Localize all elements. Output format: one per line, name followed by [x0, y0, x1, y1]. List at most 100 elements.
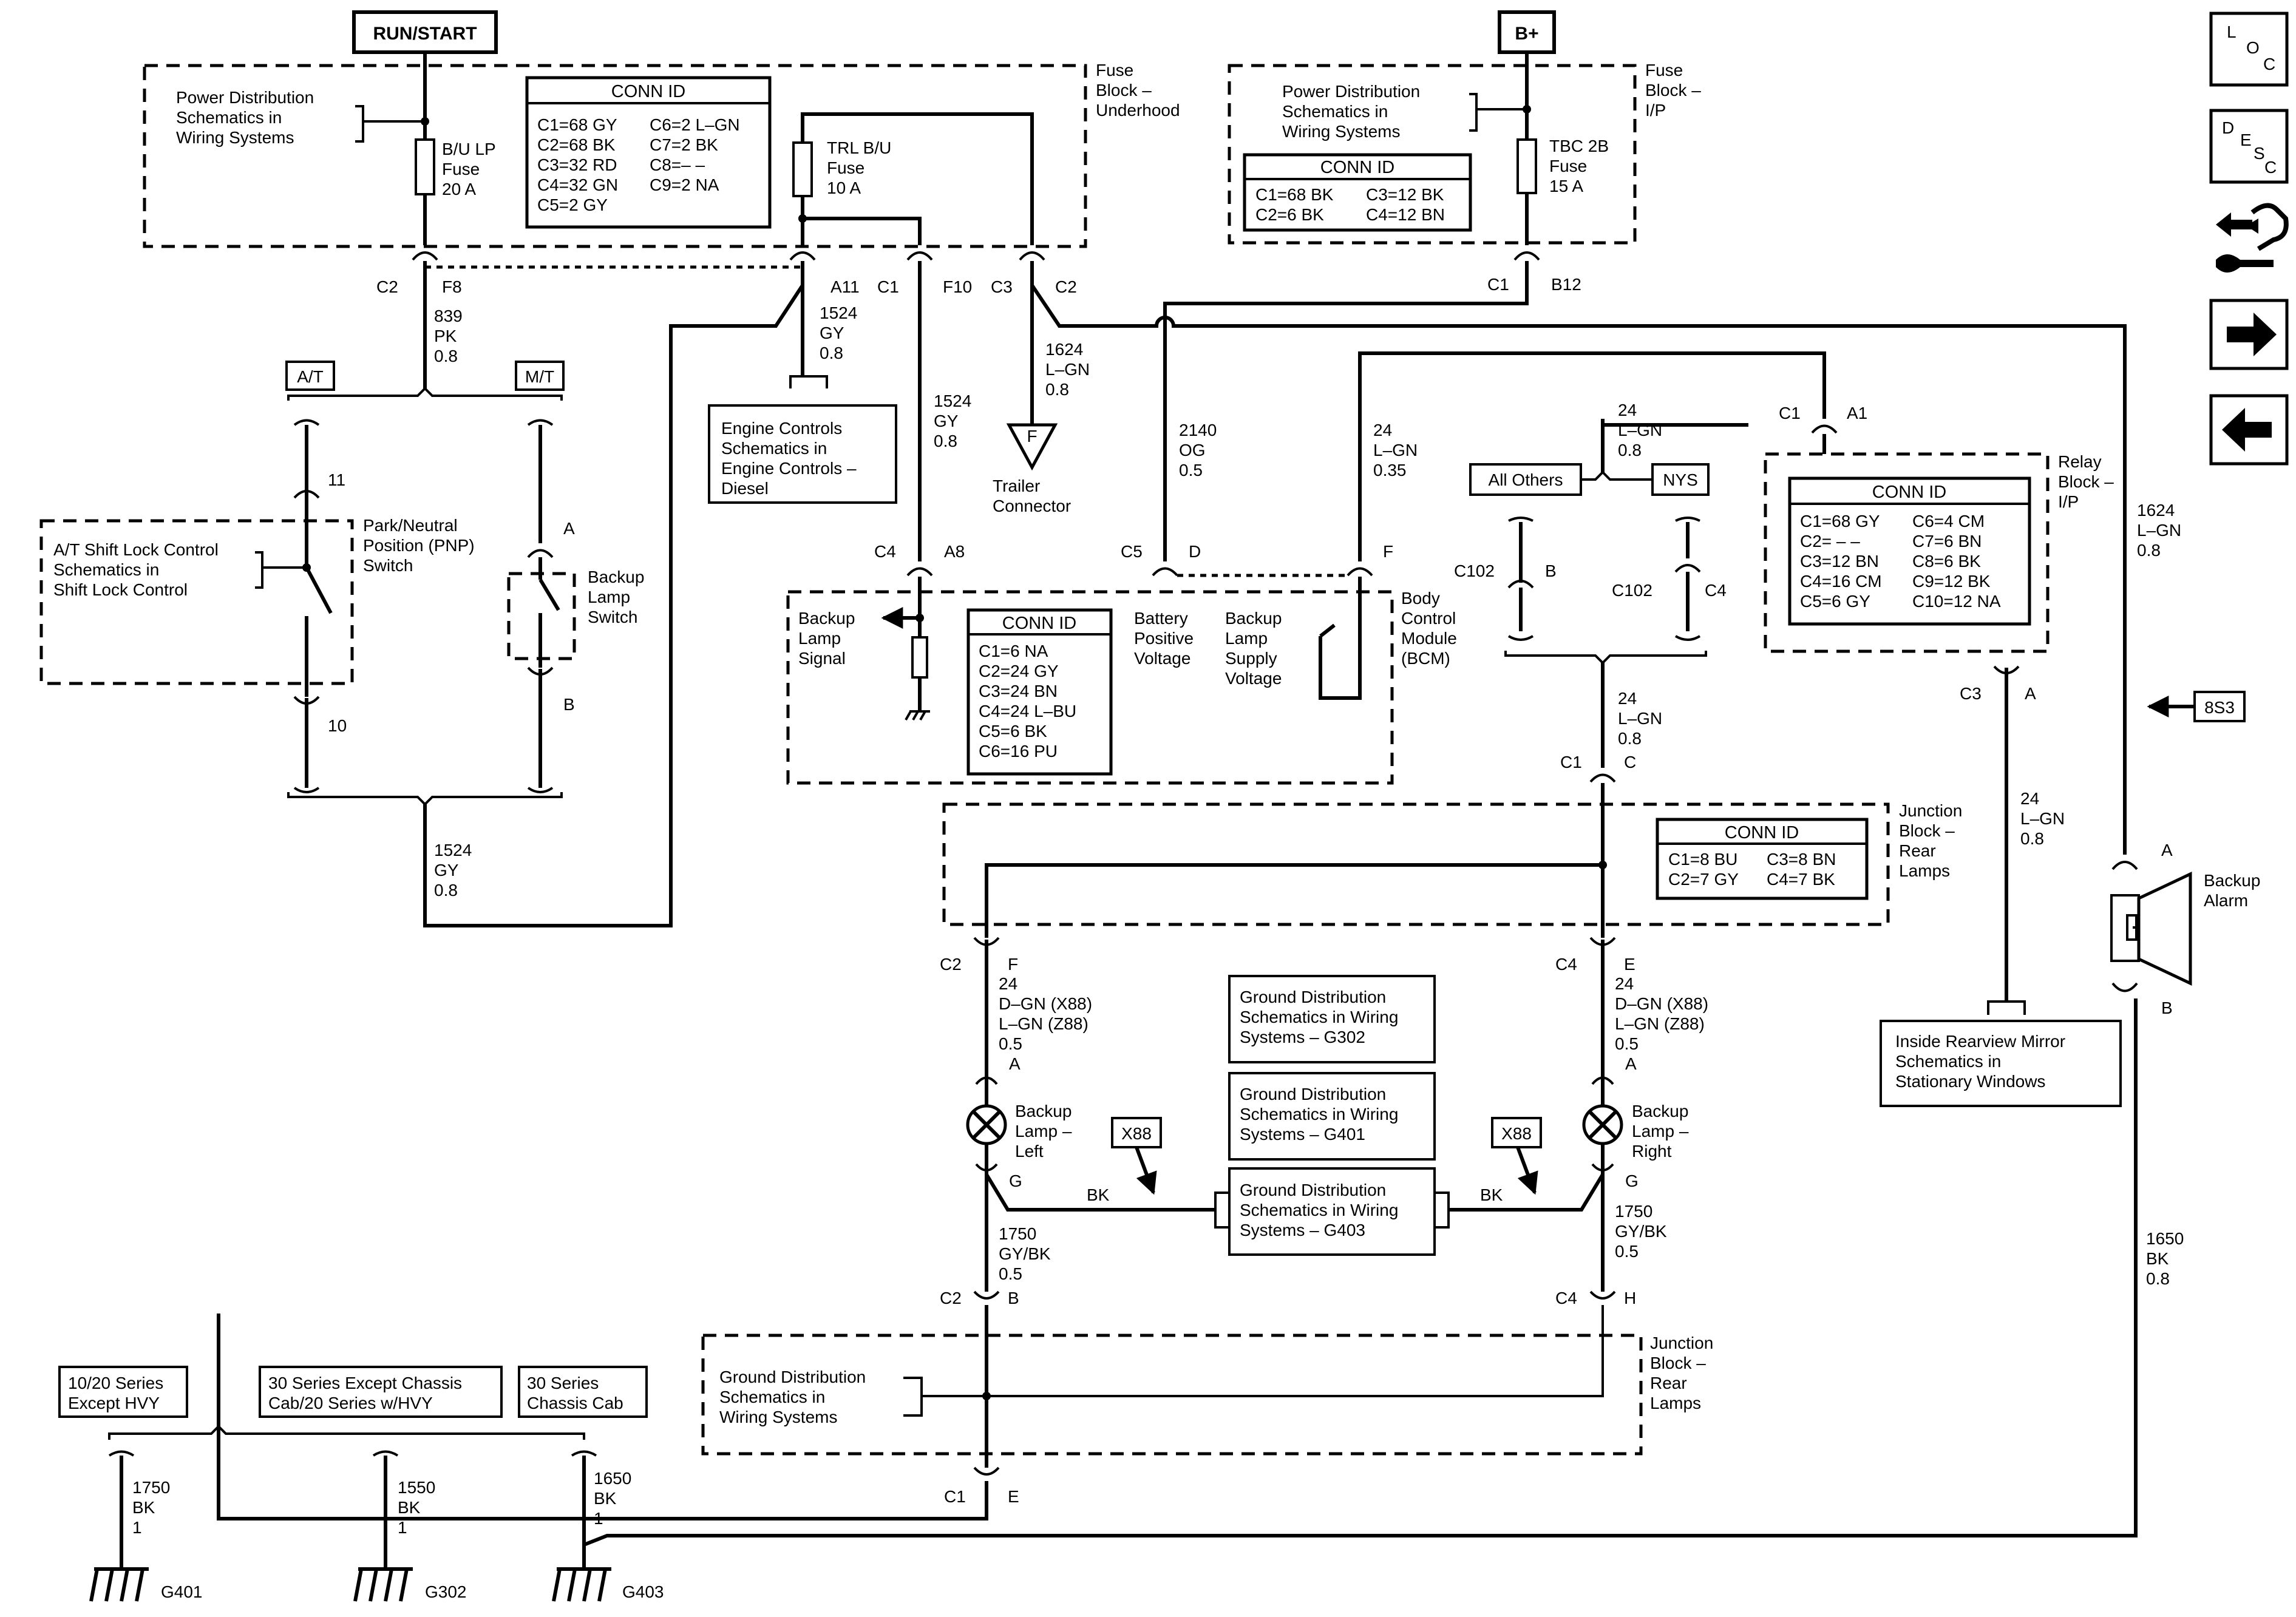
svg-text:24L–GN0.8: 24L–GN0.8 — [2020, 789, 2065, 848]
svg-text:C3: C3 — [1960, 684, 1982, 703]
wrench-arrows-icon[interactable] — [2216, 203, 2289, 273]
svg-text:A: A — [1009, 1054, 1021, 1073]
svg-text:B: B — [1008, 1289, 1019, 1307]
svg-text:B+: B+ — [1515, 24, 1538, 44]
svg-text:C2: C2 — [940, 1289, 962, 1307]
svg-text:G: G — [1009, 1171, 1022, 1190]
svg-text:B: B — [1545, 561, 1557, 580]
svg-text:8S3: 8S3 — [2204, 698, 2235, 717]
wire-1650-alarm — [583, 998, 2138, 1547]
svg-text:E: E — [1624, 955, 1635, 974]
svg-text:NYS: NYS — [1663, 470, 1698, 489]
svg-text:C102: C102 — [1454, 561, 1495, 580]
svg-text:F: F — [1027, 427, 1037, 446]
svg-text:A/T: A/T — [297, 367, 324, 386]
all-others-tag: All Others — [1469, 463, 1582, 496]
svg-text:A: A — [2025, 684, 2036, 703]
desc-button[interactable]: D E S C — [2209, 109, 2289, 184]
svg-text:C2: C2 — [376, 277, 398, 296]
at-tag: A/T — [285, 361, 335, 391]
svg-text:E: E — [1008, 1487, 1019, 1506]
svg-text:C: C — [2263, 55, 2275, 73]
svg-text:B: B — [563, 695, 575, 714]
svg-text:C1: C1 — [1560, 753, 1582, 771]
back-arrow-button[interactable] — [2209, 394, 2289, 466]
svg-text:CONN ID: CONN ID — [611, 82, 685, 101]
svg-text:D: D — [1189, 542, 1201, 561]
svg-text:A: A — [2161, 841, 2173, 859]
svg-text:S: S — [2254, 144, 2265, 163]
svg-text:G403: G403 — [622, 1582, 664, 1601]
at-mt-bracket — [287, 387, 563, 401]
svg-text:C4: C4 — [874, 542, 896, 561]
forward-arrow-button[interactable] — [2209, 299, 2289, 370]
run-start-tag: RUN/START — [352, 10, 498, 54]
svg-text:C1: C1 — [944, 1487, 966, 1506]
svg-text:C4: C4 — [1555, 955, 1577, 974]
svg-text:C102: C102 — [1612, 581, 1652, 600]
svg-text:C4: C4 — [1705, 581, 1727, 600]
loc-button[interactable]: L O C — [2209, 12, 2289, 87]
svg-text:A1: A1 — [1847, 404, 1867, 422]
wire-24-bcm — [1358, 351, 1826, 561]
svg-text:11: 11 — [328, 470, 345, 489]
svg-text:G401: G401 — [161, 1582, 203, 1601]
svg-text:C3: C3 — [991, 277, 1013, 296]
svg-text:24L–GN0.35: 24L–GN0.35 — [1373, 421, 1418, 480]
svg-text:A: A — [1625, 1054, 1637, 1073]
svg-text:BK: BK — [1087, 1185, 1110, 1204]
wire-2140 — [1163, 261, 1529, 561]
svg-text:C2: C2 — [940, 955, 962, 974]
svg-text:D: D — [2222, 118, 2234, 137]
svg-text:CONN ID: CONN ID — [1320, 158, 1394, 177]
svg-text:CONN ID: CONN ID — [1725, 823, 1799, 842]
svg-text:H: H — [1624, 1289, 1636, 1307]
svg-text:CONN ID: CONN ID — [1002, 614, 1076, 633]
svg-text:F8: F8 — [442, 277, 462, 296]
svg-text:All Others: All Others — [1489, 470, 1563, 489]
mt-tag: M/T — [515, 361, 565, 391]
svg-text:BK: BK — [1480, 1185, 1503, 1204]
wire-1524-return — [423, 284, 804, 927]
svg-text:10: 10 — [328, 716, 347, 735]
